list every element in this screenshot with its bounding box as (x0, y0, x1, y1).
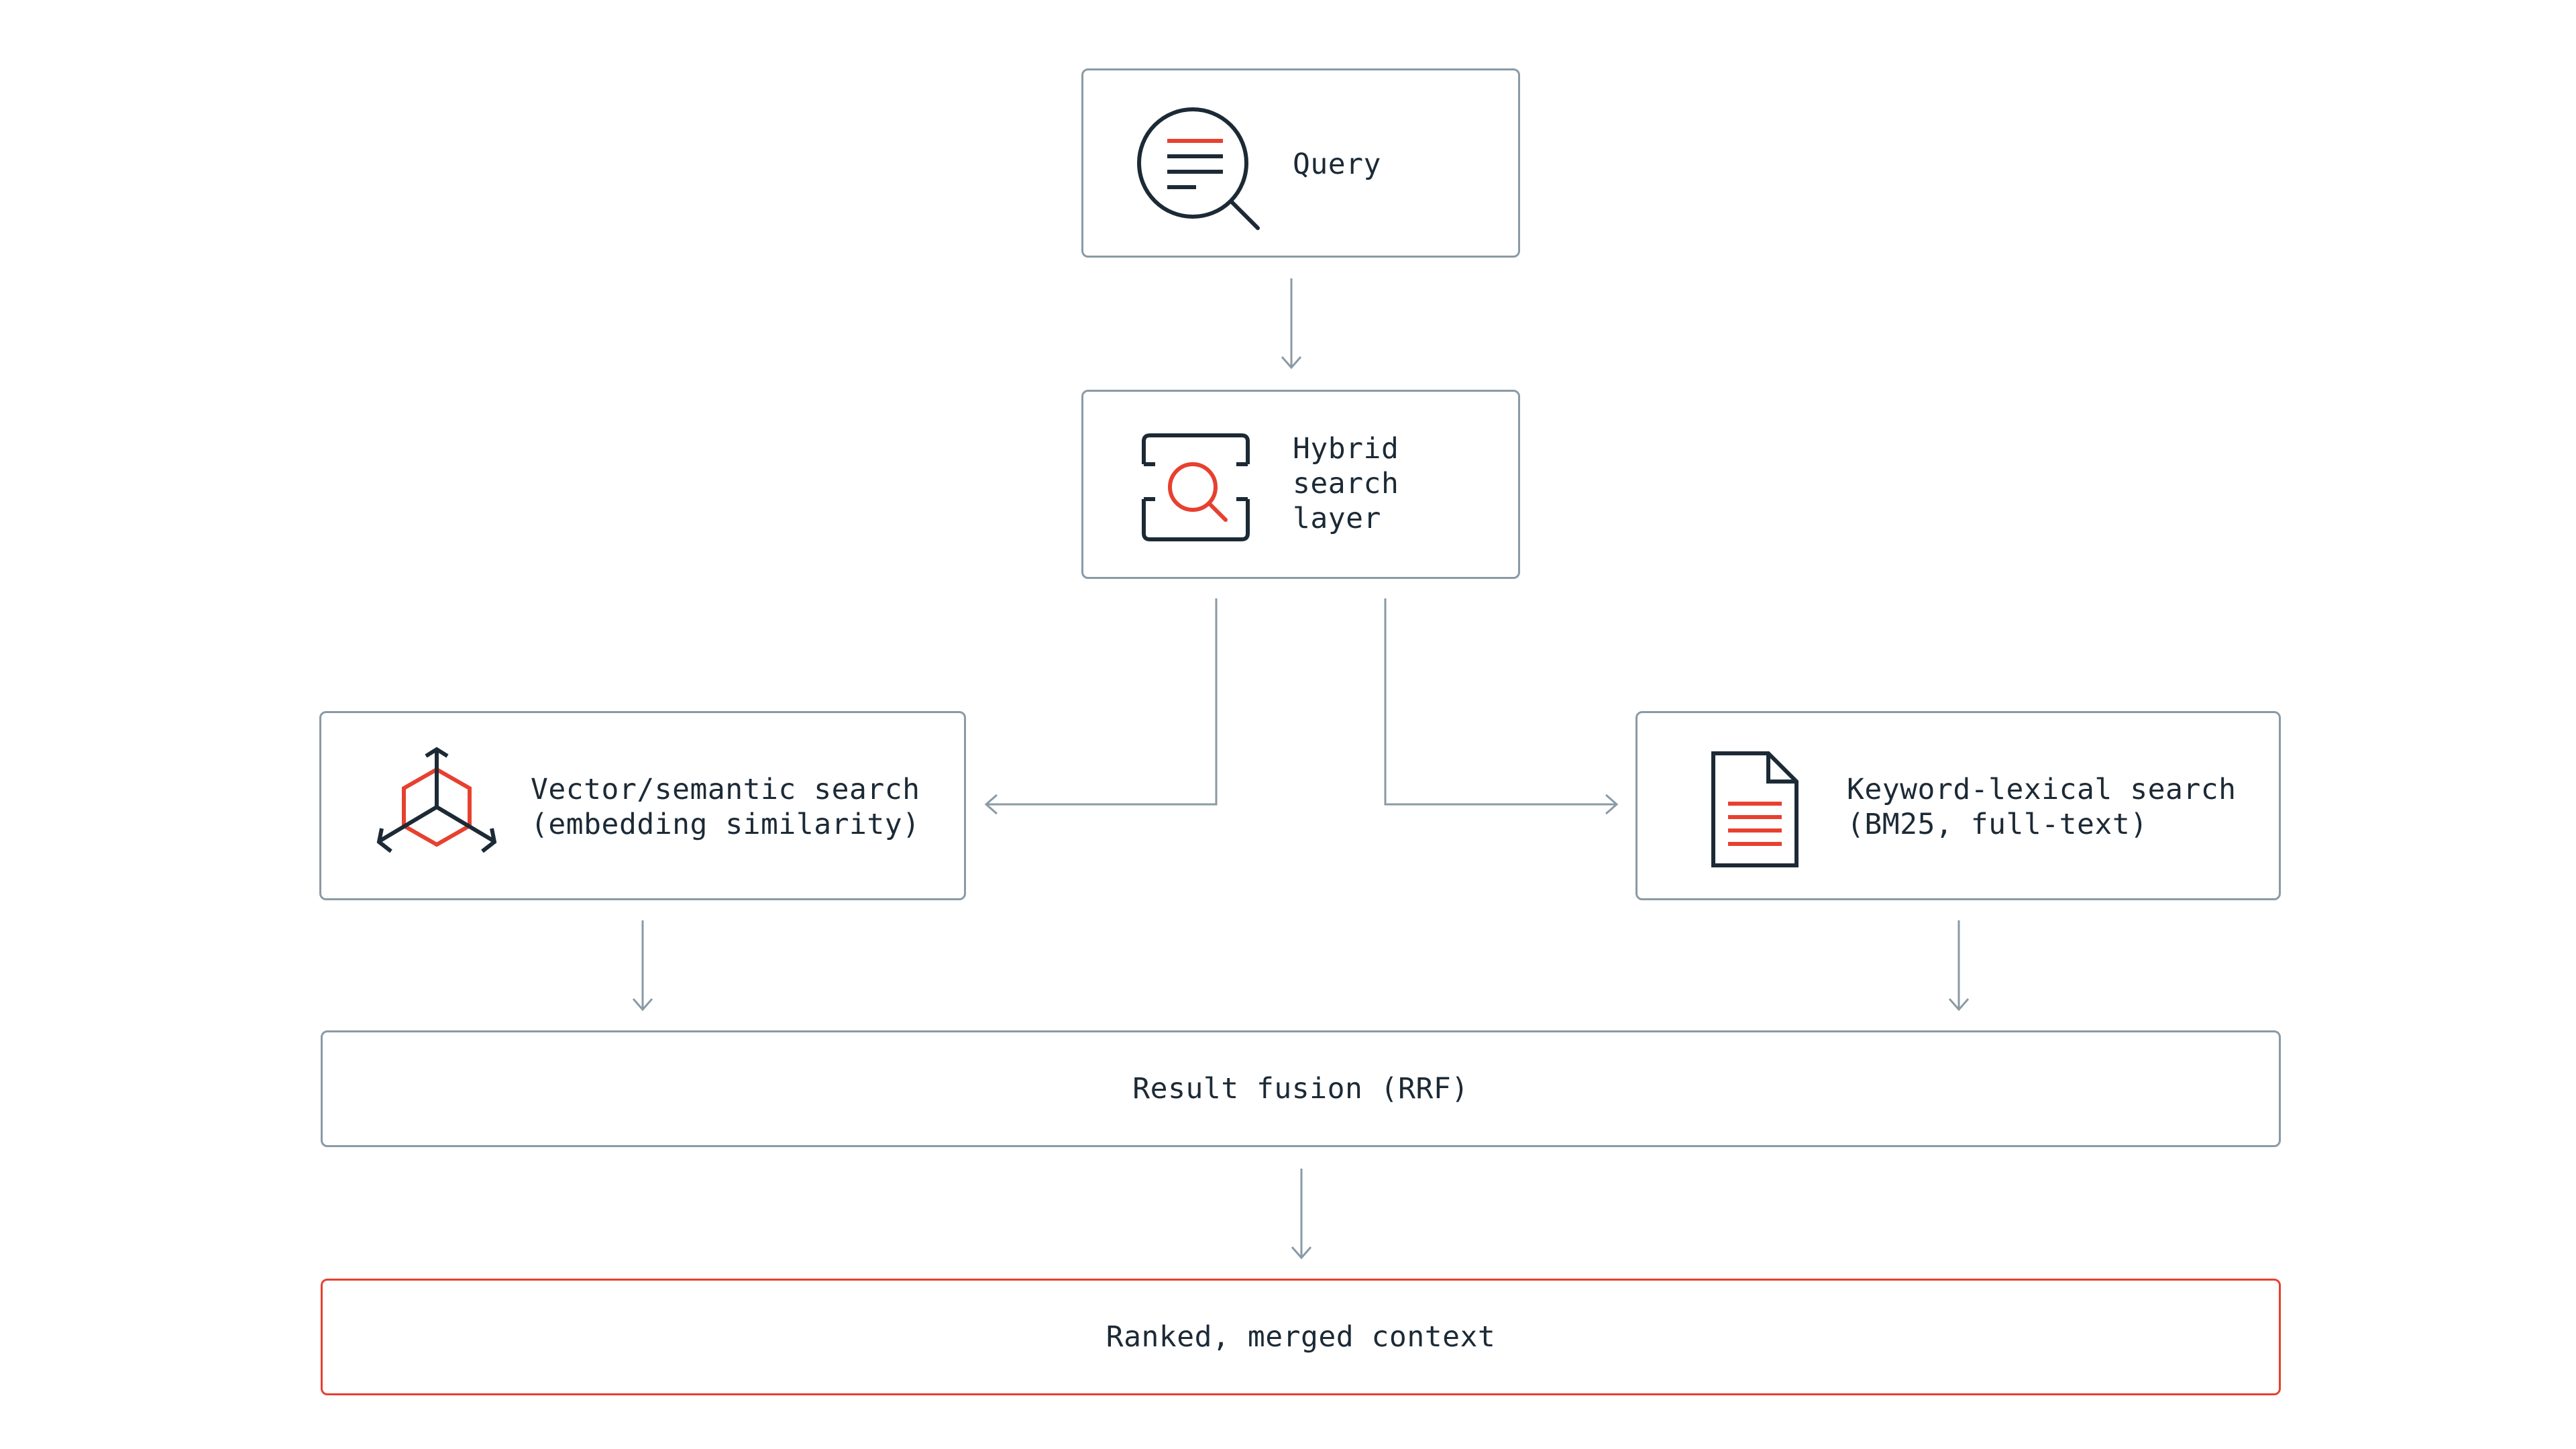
ranked-context-label: Ranked, merged context (1106, 1320, 1496, 1354)
keyword-search-label: Keyword-lexical search (BM25, full-text) (1847, 773, 2237, 841)
scan-search-icon (1142, 433, 1250, 541)
vector-search-label: Vector/semantic search (embedding simila… (531, 773, 920, 841)
vector-search-node: Vector/semantic search (embedding simila… (319, 711, 966, 900)
text-file-icon (1711, 751, 1799, 867)
arrow-hybrid-to-vector (986, 598, 1218, 806)
arrow-hybrid-to-keyword (1384, 598, 1617, 806)
result-fusion-label: Result fusion (RRF) (1132, 1072, 1469, 1106)
result-fusion-node: Result fusion (RRF) (321, 1030, 2281, 1147)
ranked-context-node: Ranked, merged context (321, 1279, 2281, 1395)
query-node: Query (1081, 68, 1520, 258)
cube-vector-icon (376, 747, 497, 853)
hybrid-search-node: Hybrid search layer (1081, 390, 1520, 579)
keyword-search-node: Keyword-lexical search (BM25, full-text) (1635, 711, 2281, 900)
query-label: Query (1293, 148, 1381, 181)
search-document-icon (1137, 107, 1260, 230)
hybrid-search-label: Hybrid search layer (1293, 432, 1399, 535)
